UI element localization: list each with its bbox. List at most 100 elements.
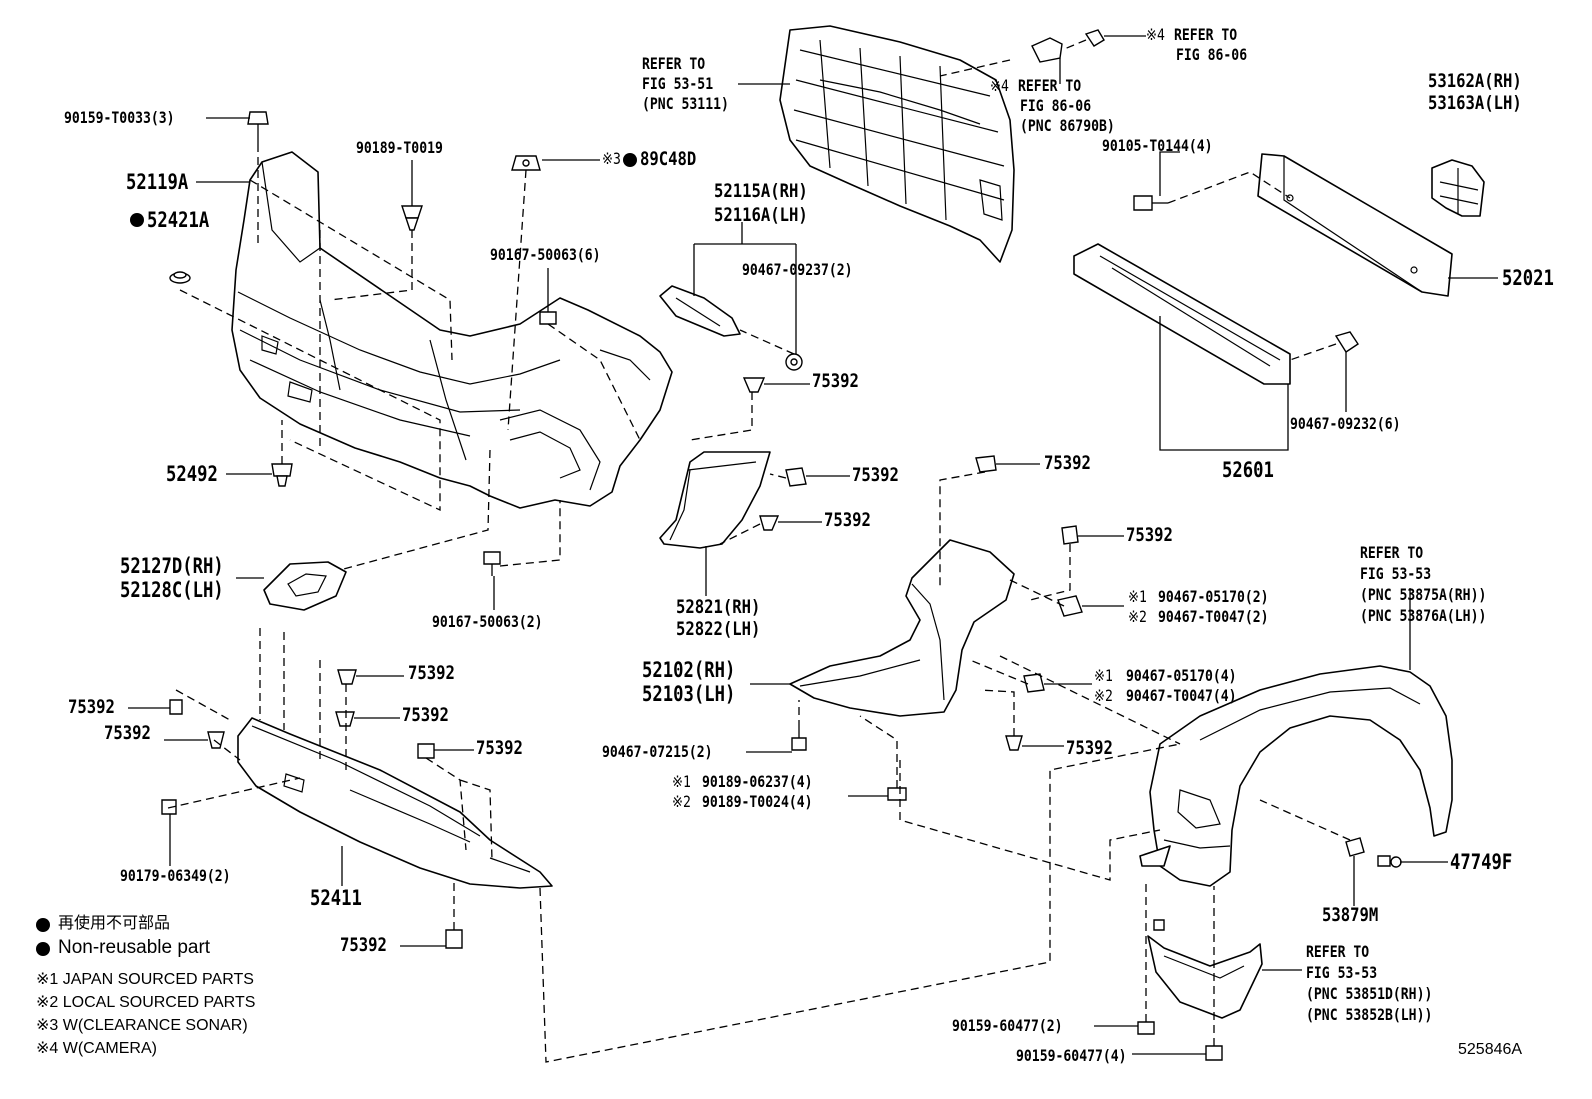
legend-dot-icon [36,918,50,932]
label-52128C: 52128C(LH) [120,578,224,602]
label-90467-05170-2: 90467-05170(2) [1158,587,1269,606]
label-75392-h: 75392 [402,704,449,726]
refer-53-53a-line1: REFER TO [1360,543,1424,562]
label-90159-60477-2: 90159-60477(2) [952,1016,1063,1035]
legend-japanese: 再使用不可部品 [58,915,171,932]
refer-53-53a-line3: (PNC 53875A(RH)) [1360,585,1487,604]
energy-absorber-drawing [1073,243,1291,385]
refer-53-53a-line2: FIG 53-53 [1360,564,1432,583]
refer-53-53b-line1: REFER TO [1306,942,1370,961]
label-75392-i: 75392 [68,696,115,718]
label-90467-07215: 90467-07215(2) [602,742,713,761]
label-52821: 52821(RH) [676,596,761,618]
mark-4a: ※4 [1146,25,1165,44]
label-89C48D: 89C48D [640,148,697,170]
label-90167-50063-2: 90167-50063(2) [432,612,543,631]
label-52421A: 52421A [147,208,210,232]
label-52116A: 52116A(LH) [714,204,808,226]
note-4: ※4 W(CAMERA) [36,1040,157,1057]
label-90167-50063-6: 90167-50063(6) [490,245,601,264]
mud-guard-drawing [789,539,1015,717]
refer-53-53b-line3: (PNC 53851D(RH)) [1306,984,1433,1003]
label-52601: 52601 [1222,458,1274,482]
leader-lines [128,35,1498,1055]
mark-1c: ※1 [672,772,691,791]
label-90189-06237: 90189-06237(4) [702,772,813,791]
mark-3: ※3 [602,149,621,168]
note-1: ※1 JAPAN SOURCED PARTS [36,971,254,988]
label-52119A: 52119A [126,170,189,194]
label-75392-b: 75392 [852,464,899,486]
grille-drawing [779,25,1105,263]
label-53879M: 53879M [1322,904,1379,926]
label-52102: 52102(RH) [642,658,736,682]
label-75392-c: 75392 [824,509,871,531]
refer-53-53b-line4: (PNC 53852B(LH)) [1306,1005,1433,1024]
mark-2a: ※2 [1128,607,1147,626]
mark-2b: ※2 [1094,686,1113,705]
mark-2c: ※2 [672,792,691,811]
label-52492: 52492 [166,462,218,486]
label-53162A: 53162A(RH) [1428,70,1522,92]
note-2: ※2 LOCAL SOURCED PARTS [36,994,256,1011]
label-90467-09237: 90467-09237(2) [742,260,853,279]
legend-dot-icon [36,942,50,956]
label-90189-T0024: 90189-T0024(4) [702,792,813,811]
refer-86-06a-line2: FIG 86-06 [1176,45,1248,64]
label-52115A: 52115A(RH) [714,180,808,202]
bracket-52115A-drawing [659,285,741,337]
bumper-reinforcement-drawing [1257,153,1453,297]
side-cover-52821-drawing [659,451,771,549]
refer-53-53a-line4: (PNC 53876A(LH)) [1360,606,1487,625]
label-75392-l: 75392 [1066,737,1113,759]
label-75392-j: 75392 [104,722,151,744]
bumper-cover-drawing [231,151,673,509]
refer-86-06a-line1: REFER TO [1174,25,1238,44]
label-90467-T0047-4: 90467-T0047(4) [1126,686,1237,705]
refer-86-06b-line2: FIG 86-06 [1020,96,1092,115]
label-47749F: 47749F [1450,850,1513,874]
label-52822: 52822(LH) [676,618,761,640]
label-75392-m: 75392 [340,934,387,956]
lower-liner-drawing [1147,935,1263,1019]
label-53163A: 53163A(LH) [1428,92,1522,114]
label-90159-60477-4: 90159-60477(4) [1016,1046,1127,1065]
label-75392-k: 75392 [476,737,523,759]
label-52127D: 52127D(RH) [120,554,224,578]
fog-cover-drawing [263,561,347,611]
fender-liner-drawing [1139,665,1453,887]
label-75392-d: 75392 [1044,452,1091,474]
refer-86-06b-line3: (PNC 86790B) [1020,116,1115,135]
non-reusable-dot-icon [130,213,144,227]
label-75392-g: 75392 [408,662,455,684]
label-52411: 52411 [310,886,362,910]
legend-english: Non-reusable part [58,937,211,958]
side-bracket-53162A-drawing [1431,159,1485,217]
label-75392-a: 75392 [812,370,859,392]
label-90467-09232: 90467-09232(6) [1290,414,1401,433]
label-90467-T0047-2: 90467-T0047(2) [1158,607,1269,626]
mark-4b: ※4 [990,76,1009,95]
non-reusable-dot-icon [623,153,637,167]
label-52021: 52021 [1502,266,1554,290]
label-90105-T0144: 90105-T0144(4) [1102,136,1213,155]
fasteners-drawing [161,111,1402,1061]
refer-86-06b-line1: REFER TO [1018,76,1082,95]
label-75392-e: 75392 [1126,524,1173,546]
refer-53-51-line2: FIG 53-51 [642,74,714,93]
label-90159-T0033: 90159-T0033(3) [64,108,175,127]
mark-1a: ※1 [1128,587,1147,606]
label-52103: 52103(LH) [642,682,736,706]
lower-spoiler-drawing [237,717,553,889]
refer-53-51-line3: (PNC 53111) [642,94,729,113]
refer-53-53b-line2: FIG 53-53 [1306,963,1378,982]
assembly-lines [167,39,1351,1063]
diagram-id: 525846A [1458,1041,1523,1058]
label-90179-06349: 90179-06349(2) [120,866,231,885]
label-90467-05170-4: 90467-05170(4) [1126,666,1237,685]
label-90189-T0019: 90189-T0019 [356,138,443,157]
mark-1b: ※1 [1094,666,1113,685]
refer-53-51-line1: REFER TO [642,54,706,73]
